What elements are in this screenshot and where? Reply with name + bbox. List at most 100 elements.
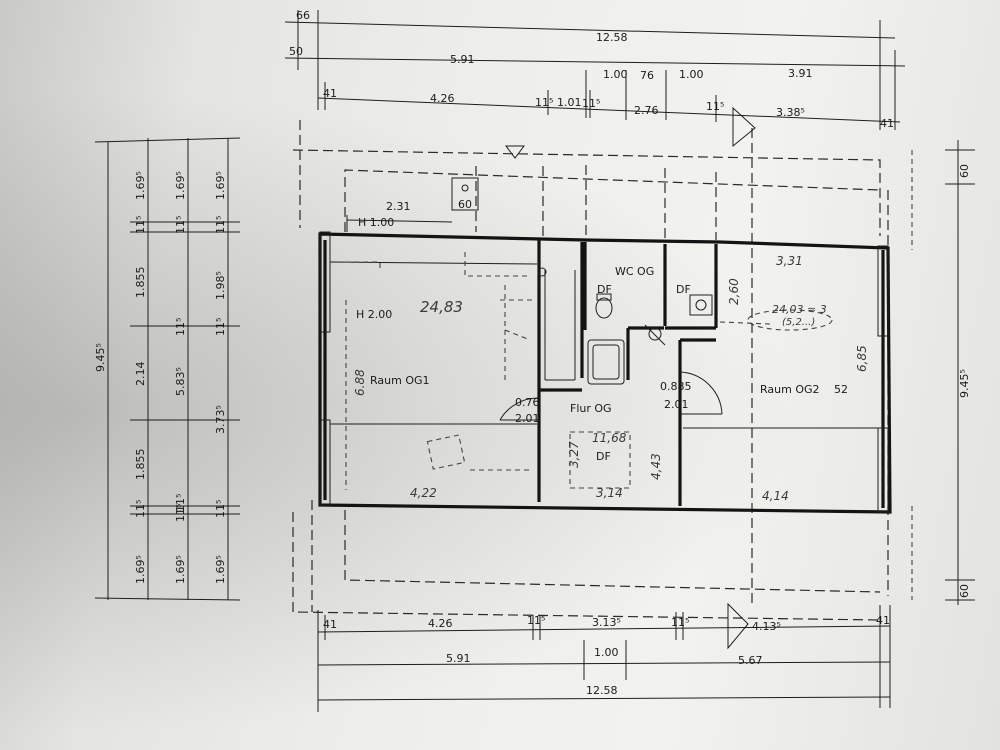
right-overall-dim: 9.45⁵ bbox=[958, 369, 971, 398]
left-col3-dim: 1.98⁵ bbox=[214, 271, 227, 300]
shower-tray bbox=[587, 339, 625, 385]
left-col1-dim: 1.855 bbox=[134, 449, 147, 481]
top-dim-text: 3.91 bbox=[788, 67, 813, 80]
room-wc-name: WC OG bbox=[615, 265, 654, 278]
wc-height: 2,60 bbox=[727, 278, 741, 305]
room-og2-name: Raum OG2 bbox=[760, 383, 820, 396]
top-dim-text: 12.58 bbox=[596, 31, 628, 44]
bottom-dim-text: 41 bbox=[876, 614, 890, 627]
bottom-dim-text: 12.58 bbox=[586, 684, 618, 697]
top-dim-text: 66 bbox=[296, 9, 310, 22]
top-dim-text: 11⁵ bbox=[582, 97, 600, 110]
top-dim-text: 50 bbox=[289, 45, 303, 58]
bottom-dim-text: 41 bbox=[323, 618, 337, 631]
flur-dim-bottom: 3,14 bbox=[596, 486, 623, 500]
door-left-height: 2.01 bbox=[515, 412, 540, 425]
room-og1-length: 4,22 bbox=[410, 486, 437, 500]
top-dim-text: 41 bbox=[880, 117, 894, 130]
room-labels: Raum OG1 6.88 24,83 4,22 WC OG DF DF 2,6… bbox=[353, 254, 869, 503]
wc-df-left: DF bbox=[597, 283, 612, 296]
bottom-dimension-chains: 41 4.26 11⁵ 3.13⁵ 11⁵ 4.13⁵ 41 5.91 1.00… bbox=[317, 602, 891, 712]
room-og2-length: 4,14 bbox=[762, 489, 789, 503]
top-dim-text: 11⁵ bbox=[535, 96, 553, 109]
bottom-dim-text: 11⁵ bbox=[671, 616, 689, 629]
window-markers: 2.31 H 1.00 60 H 2.00 bbox=[346, 177, 479, 321]
room-og2-area2: (5,2...) bbox=[782, 317, 815, 328]
doors bbox=[499, 371, 723, 421]
pencil-marks bbox=[345, 252, 833, 490]
level-marker-icon bbox=[505, 145, 525, 159]
top-dim-text: 2.76 bbox=[634, 104, 659, 117]
left-col1-dim: 1.69⁵ bbox=[134, 171, 147, 200]
flur-area: 11,68 bbox=[592, 431, 627, 445]
exterior-walls bbox=[318, 231, 892, 514]
left-col3-dim: 1.69⁵ bbox=[214, 171, 227, 200]
room-og2-suffix: 52 bbox=[834, 383, 848, 396]
room-og2-area: 24,03 ≈ 3 bbox=[772, 303, 827, 316]
bottom-dim-text: 3.13⁵ bbox=[592, 616, 621, 629]
top-dim-text: 76 bbox=[640, 69, 654, 82]
section-marker-icon bbox=[732, 106, 756, 148]
door-right-width: 0.885 bbox=[660, 380, 692, 393]
top-dim-text: 1.00 bbox=[603, 68, 628, 81]
top-dim-text: 4.26 bbox=[430, 92, 455, 105]
flur-dim-right: 4,43 bbox=[649, 453, 663, 480]
left-col2-dim: 1.69⁵ bbox=[174, 171, 187, 200]
sink-icon bbox=[689, 294, 713, 316]
bottom-dim-text: 4.13⁵ bbox=[752, 620, 781, 633]
room-og1-name: Raum OG1 bbox=[370, 374, 430, 387]
section-marker-bottom-icon bbox=[727, 602, 749, 650]
left-col1-dim: 11⁵ bbox=[134, 216, 147, 234]
bottom-dim-text: 5.91 bbox=[446, 652, 471, 665]
left-col2-dim: 11⁵ bbox=[174, 318, 187, 336]
skylight-width-label: 60 bbox=[458, 198, 472, 211]
left-col3-dim: 11⁵ bbox=[214, 318, 227, 336]
left-col1-dim: 11⁵ bbox=[134, 500, 147, 518]
room-og2-width: 3,31 bbox=[776, 254, 803, 268]
door-swing-left bbox=[499, 397, 541, 421]
bottom-dim-text: 4.26 bbox=[428, 617, 453, 630]
top-dim-text: 11⁵ bbox=[706, 100, 724, 113]
left-col3-dim: 11⁵ bbox=[214, 216, 227, 234]
skylight-height-label: H 2.00 bbox=[356, 308, 392, 321]
top-dim-text: 41 bbox=[323, 87, 337, 100]
left-col3-dim: 1.69⁵ bbox=[214, 555, 227, 584]
toilet-icon bbox=[595, 297, 613, 319]
left-col3-dim: 3.73⁵ bbox=[214, 405, 227, 434]
roof-outline bbox=[292, 120, 913, 621]
left-col1-dim: 1.855 bbox=[134, 267, 147, 299]
right-top-dim: 60 bbox=[958, 164, 971, 178]
interior-walls bbox=[329, 240, 880, 506]
wc-df-right: DF bbox=[676, 283, 691, 296]
top-dim-text: 1.00 bbox=[679, 68, 704, 81]
left-col2-dim: 1.69⁵ bbox=[174, 555, 187, 584]
window-width-label: 2.31 bbox=[386, 200, 411, 213]
left-col2-dim: 11⁵ bbox=[174, 504, 187, 522]
left-col2-dim: 11⁵ bbox=[174, 216, 187, 234]
top-dimension-chains: 66 12.58 50 5.91 1.00 76 1.00 3.91 41 4.… bbox=[284, 9, 906, 159]
left-col2-dim: 5.83⁵ bbox=[174, 367, 187, 396]
top-dim-text: 3.38⁵ bbox=[776, 106, 805, 119]
left-overall-dim: 9.45⁵ bbox=[94, 343, 107, 372]
left-col1-dim: 2.14 bbox=[134, 362, 147, 387]
left-dimension-columns: 9.45⁵ 1.69⁵ 11⁵ 1.855 2.14 1.855 11⁵ 1.6… bbox=[94, 137, 241, 601]
flur-dim-left: 3,27 bbox=[567, 441, 581, 468]
bottom-dim-text: 1.00 bbox=[594, 646, 619, 659]
door-swing-right bbox=[679, 371, 723, 415]
window-height-label: H 1.00 bbox=[358, 216, 394, 229]
room-og1-width: 6.88 bbox=[353, 369, 367, 396]
top-dim-text: 1.01 bbox=[557, 96, 582, 109]
door-left-width: 0.76 bbox=[515, 396, 540, 409]
bottom-dim-text: 5.67 bbox=[738, 654, 763, 667]
flur-df: DF bbox=[596, 450, 611, 463]
bottom-dim-text: 11⁵ bbox=[527, 614, 545, 627]
left-col3-dim: 11⁵ bbox=[214, 500, 227, 518]
right-dimension-column: 60 9.45⁵ 60 bbox=[945, 140, 975, 605]
top-dim-text: 5.91 bbox=[450, 53, 475, 66]
fixtures bbox=[537, 267, 713, 385]
left-col2-dim: 11⁵ bbox=[174, 494, 187, 512]
right-bottom-dim: 60 bbox=[958, 584, 971, 598]
room-og2-side: 6,85 bbox=[855, 345, 869, 372]
